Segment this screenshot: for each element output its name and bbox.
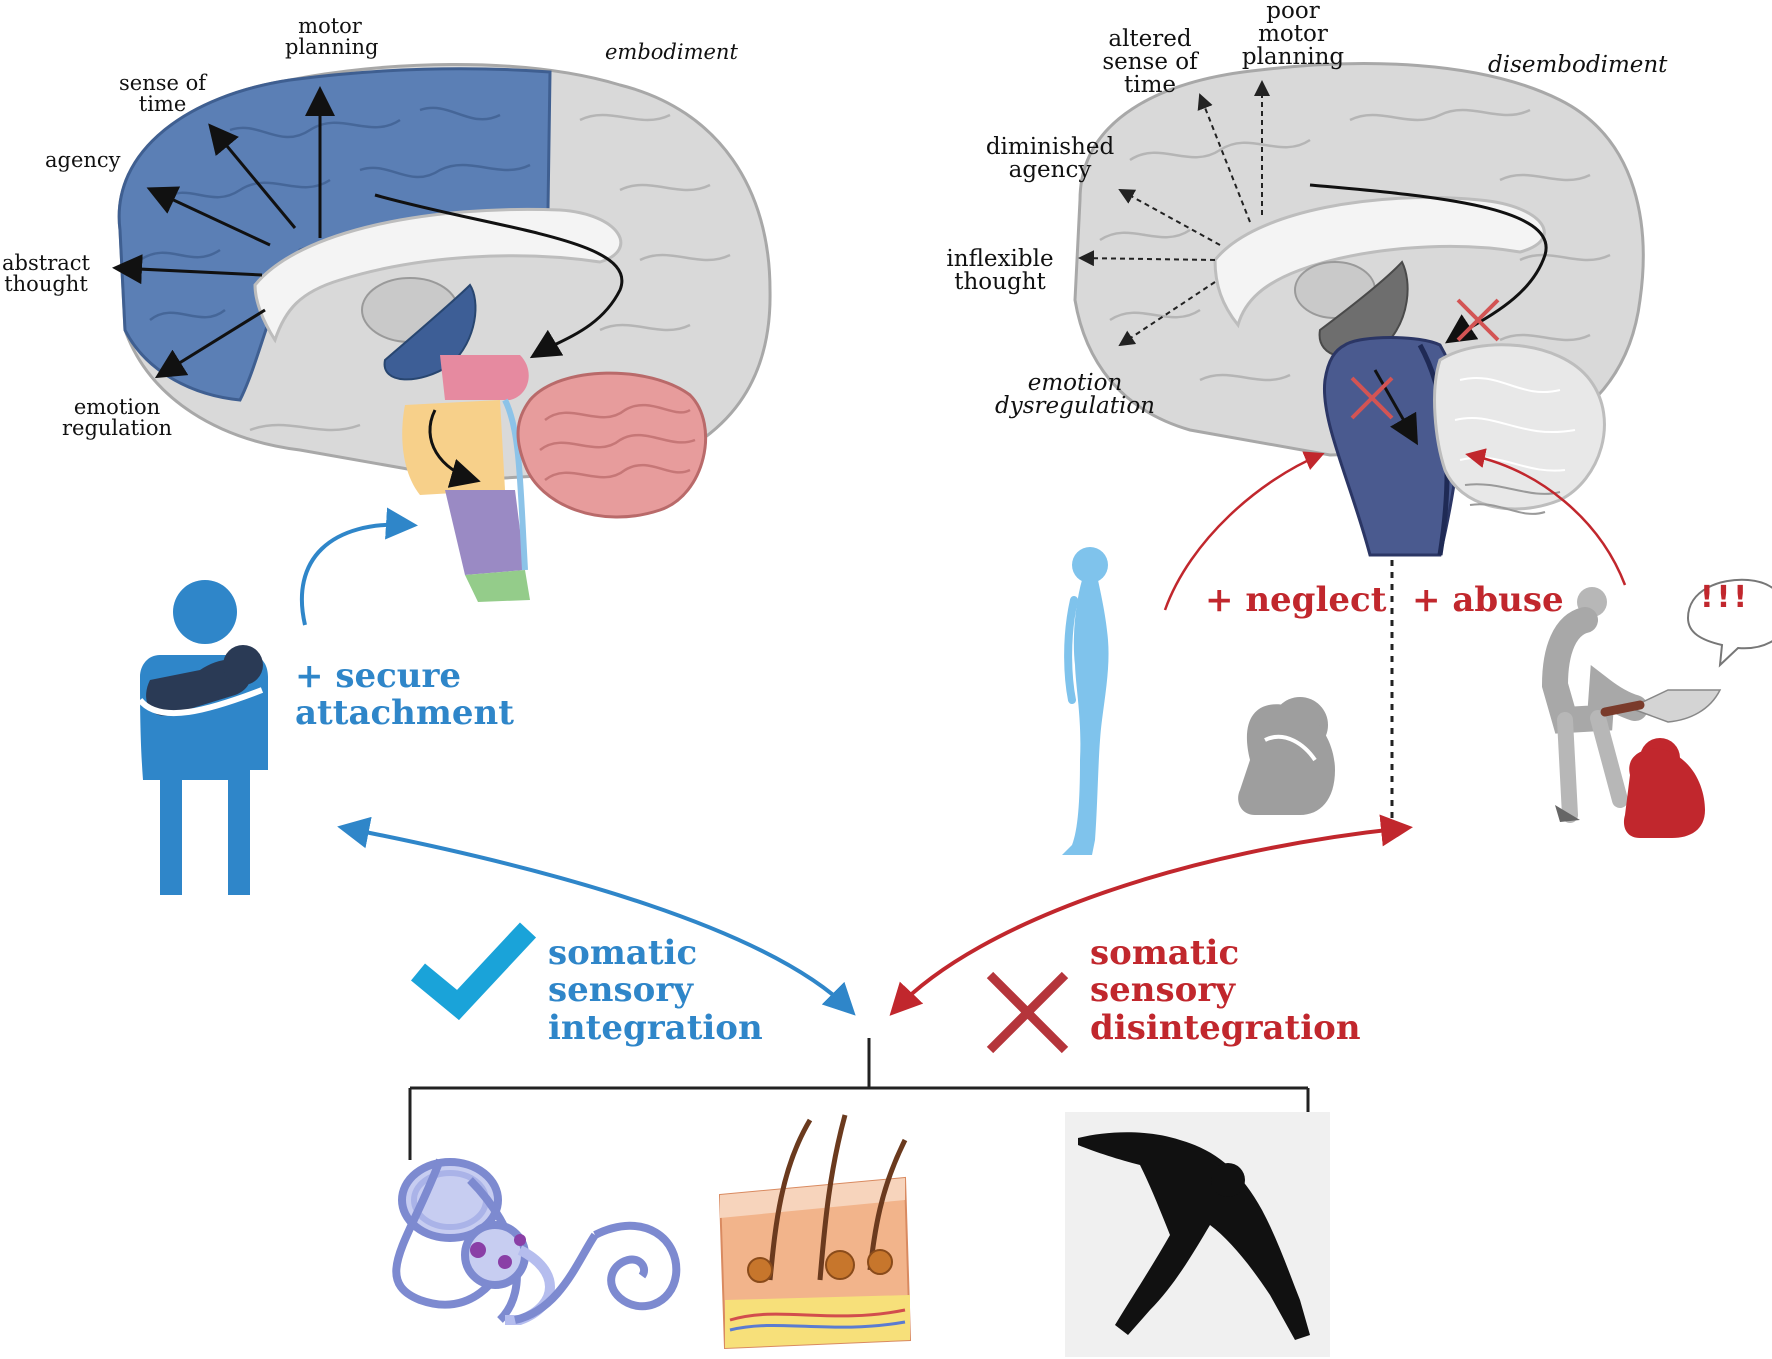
label-emotion-regulation: emotion regulation (62, 395, 172, 440)
abuse-arrow (1465, 448, 1627, 586)
right-brain (1073, 62, 1645, 557)
secure-attachment-arrow (299, 507, 418, 626)
skin-cross-section-icon (718, 1114, 912, 1350)
crouching-child-red-icon (1623, 738, 1705, 838)
speech-bubble-icon (1686, 578, 1772, 668)
abuse-label: + abuse (1412, 580, 1564, 620)
neglect-label: + neglect (1205, 580, 1387, 620)
neglect-arrow (1163, 451, 1325, 611)
label-emotion-dysregulation: emotion dysregulation (995, 370, 1155, 419)
exclamation-label: !!! (1700, 580, 1751, 615)
label-diminished-agency: diminished agency (985, 134, 1115, 183)
label-motor-planning: motor planning (285, 14, 379, 59)
label-altered-sense-of-time: altered sense of time (1102, 26, 1198, 98)
check-icon (410, 922, 537, 1021)
label-poor-motor-planning: poor motor planning (1241, 0, 1345, 70)
blocked-pathway-icon (1350, 298, 1500, 420)
disintegration-arrow (889, 814, 1413, 1016)
adult-with-knife-icon (1541, 578, 1772, 823)
secure-attachment-label: + secure attachment (295, 656, 514, 734)
label-abstract-thought: abstract thought (2, 251, 90, 296)
crouching-child-icon (1238, 697, 1335, 815)
label-agency: agency (45, 148, 121, 172)
label-inflexible-thought: inflexible thought (946, 246, 1054, 295)
parent-holding-child-icon (137, 580, 268, 895)
standing-person-icon (1062, 547, 1109, 855)
somatic-sensory-disintegration-label: somatic sensory disintegration (1090, 933, 1361, 1048)
disembodiment-title: disembodiment (1488, 52, 1668, 78)
embodiment-title: embodiment (605, 40, 738, 64)
inner-ear-icon (392, 1158, 681, 1325)
somatic-sensory-integration-label: somatic sensory integration (548, 933, 763, 1048)
cross-icon (986, 971, 1069, 1054)
stretching-person-icon (1065, 1112, 1330, 1357)
left-brain (112, 63, 772, 602)
integration-arrow (337, 816, 856, 1016)
label-sense-of-time: sense of time (118, 71, 207, 116)
